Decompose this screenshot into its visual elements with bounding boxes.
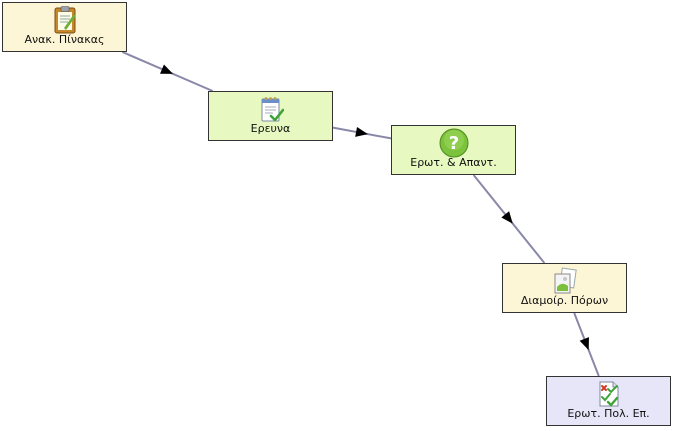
node-erot-pol-ep[interactable]: Ερωτ. Πολ. Επ. [546, 376, 671, 426]
question-mark-icon: ? [439, 128, 468, 158]
shared-documents-icon [554, 267, 577, 294]
node-label: Ερωτ. & Απαντ. [410, 156, 497, 169]
edges-layer [121, 51, 600, 377]
node-diamoir-poron[interactable]: Διαμοίρ. Πόρων [502, 263, 627, 313]
node-label: Ερευνα [250, 122, 291, 135]
edge-arrowhead-2 [355, 126, 368, 137]
edge-arrowhead-4 [579, 337, 589, 351]
node-label: Ανακ. Πίνακας [24, 33, 105, 46]
node-label: Ερωτ. Πολ. Επ. [567, 407, 650, 420]
node-label: Διαμοίρ. Πόρων [520, 294, 609, 307]
edge-arrowhead-3 [501, 211, 513, 224]
node-anak-pinakas[interactable]: Ανακ. Πίνακας [2, 2, 127, 52]
svg-text:?: ? [448, 133, 458, 154]
clipboard-icon [54, 6, 76, 34]
edge-arrowhead-1 [160, 64, 174, 74]
checklist-document-icon [599, 381, 618, 407]
node-erot-apant[interactable]: ? Ερωτ. & Απαντ. [391, 125, 516, 175]
notepad-check-icon [261, 97, 284, 122]
node-erevna[interactable]: Ερευνα [208, 91, 333, 141]
